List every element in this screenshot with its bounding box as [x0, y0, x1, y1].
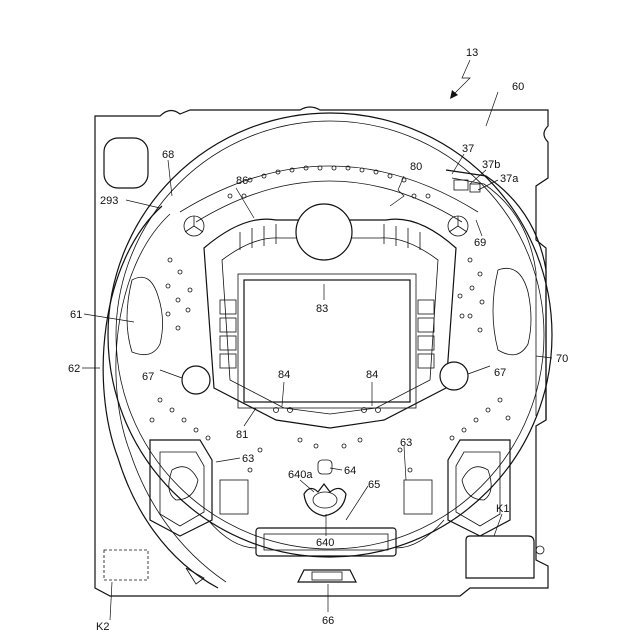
- sensor-box-37b: [454, 180, 468, 190]
- main-panel-circle: [108, 113, 552, 557]
- label-293: 293: [100, 195, 118, 207]
- label-67-right: 67: [494, 367, 506, 379]
- start-pocket: [318, 460, 332, 474]
- label-68: 68: [162, 149, 174, 161]
- label-37a: 37a: [500, 173, 519, 185]
- label-61: 61: [70, 309, 82, 321]
- label-K2: K2: [96, 621, 109, 633]
- label-70: 70: [556, 353, 568, 365]
- right-side-ornament: [493, 268, 531, 354]
- label-80: 80: [410, 161, 422, 173]
- base-plate-outline: [95, 107, 548, 596]
- left-windmill: [184, 216, 204, 236]
- k1-screw: [536, 546, 544, 554]
- display-window: [244, 280, 410, 402]
- label-62: 62: [68, 363, 80, 375]
- label-83: 83: [316, 303, 328, 315]
- label-37: 37: [462, 143, 474, 155]
- left-side-ornament: [127, 277, 163, 354]
- inner-guide-arc: [116, 214, 226, 582]
- display-window-frame: [238, 274, 416, 408]
- label-69: 69: [474, 237, 486, 249]
- bottom-left-ornament: [186, 568, 204, 584]
- label-81: 81: [236, 429, 248, 441]
- label-640: 640: [316, 537, 334, 549]
- label-37b: 37b: [482, 159, 500, 171]
- tulip-cup: [313, 492, 337, 508]
- label-60: 60: [512, 81, 524, 93]
- label-84-left: 84: [278, 369, 290, 381]
- label-67-left: 67: [142, 371, 154, 383]
- label-63-left: 63: [242, 453, 254, 465]
- label-66: 66: [322, 615, 334, 627]
- label-86: 86: [236, 175, 248, 187]
- right-winning-device: [404, 440, 510, 536]
- bottom-wing-right: [396, 520, 444, 548]
- label-640a: 640a: [288, 469, 313, 481]
- k2-box: [104, 550, 148, 580]
- label-63-right: 63: [400, 437, 412, 449]
- right-roller: [440, 362, 468, 390]
- label-64: 64: [344, 465, 356, 477]
- out-hole-slot: [312, 572, 342, 580]
- corner-window: [104, 138, 148, 188]
- sensor-box-37a: [470, 184, 480, 192]
- label-K1: K1: [496, 503, 509, 515]
- label-84-right: 84: [366, 369, 378, 381]
- top-center-disc: [296, 204, 352, 260]
- left-roller: [182, 366, 210, 394]
- label-65: 65: [368, 479, 380, 491]
- label-13: 13: [466, 47, 478, 59]
- right-windmill: [448, 216, 468, 236]
- center-frame-inner: [222, 238, 438, 414]
- k1-box: [466, 536, 534, 578]
